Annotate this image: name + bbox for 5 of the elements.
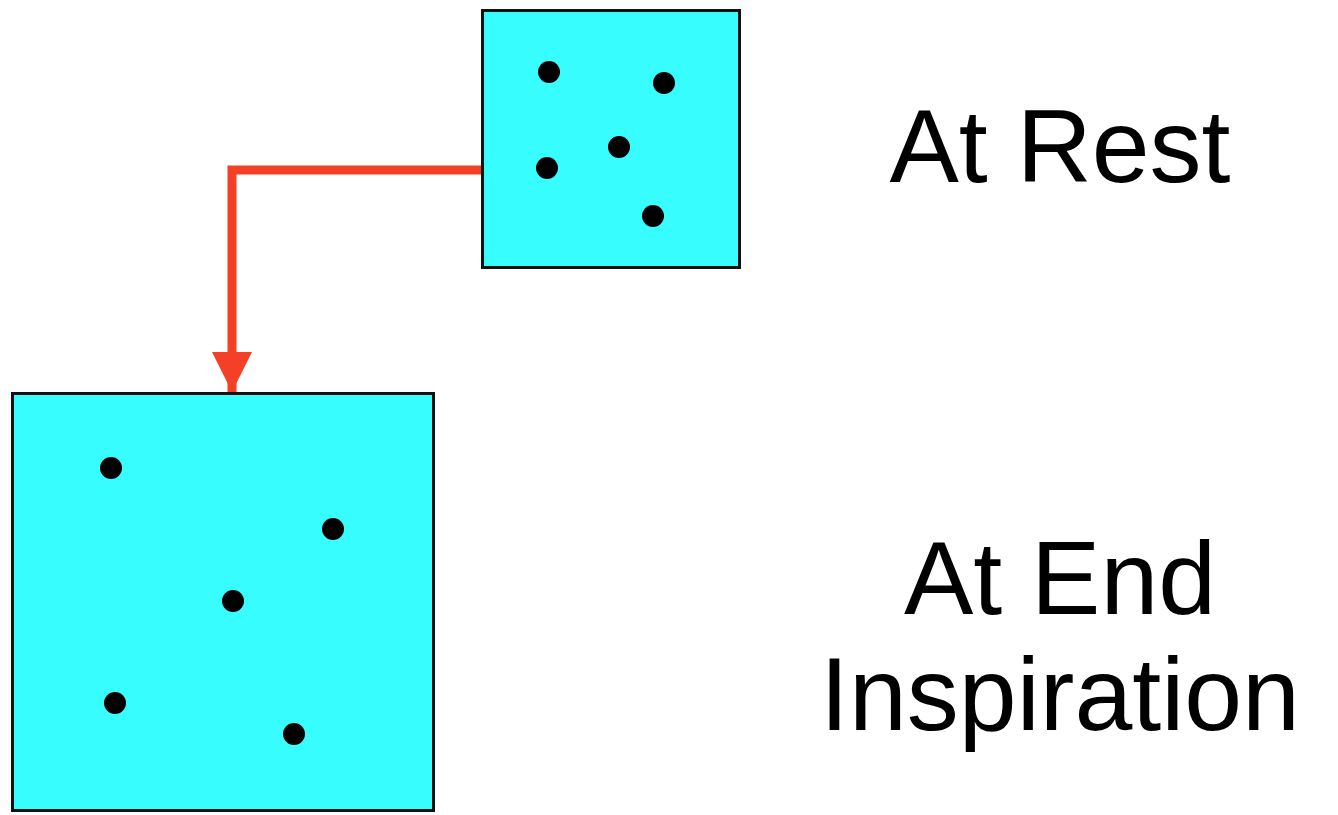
- state-caption: At End Inspiration: [819, 520, 1301, 752]
- square-box: [481, 9, 741, 269]
- arrow: [211, 165, 481, 392]
- square-box: [11, 392, 435, 812]
- state-caption: At Rest: [888, 88, 1232, 204]
